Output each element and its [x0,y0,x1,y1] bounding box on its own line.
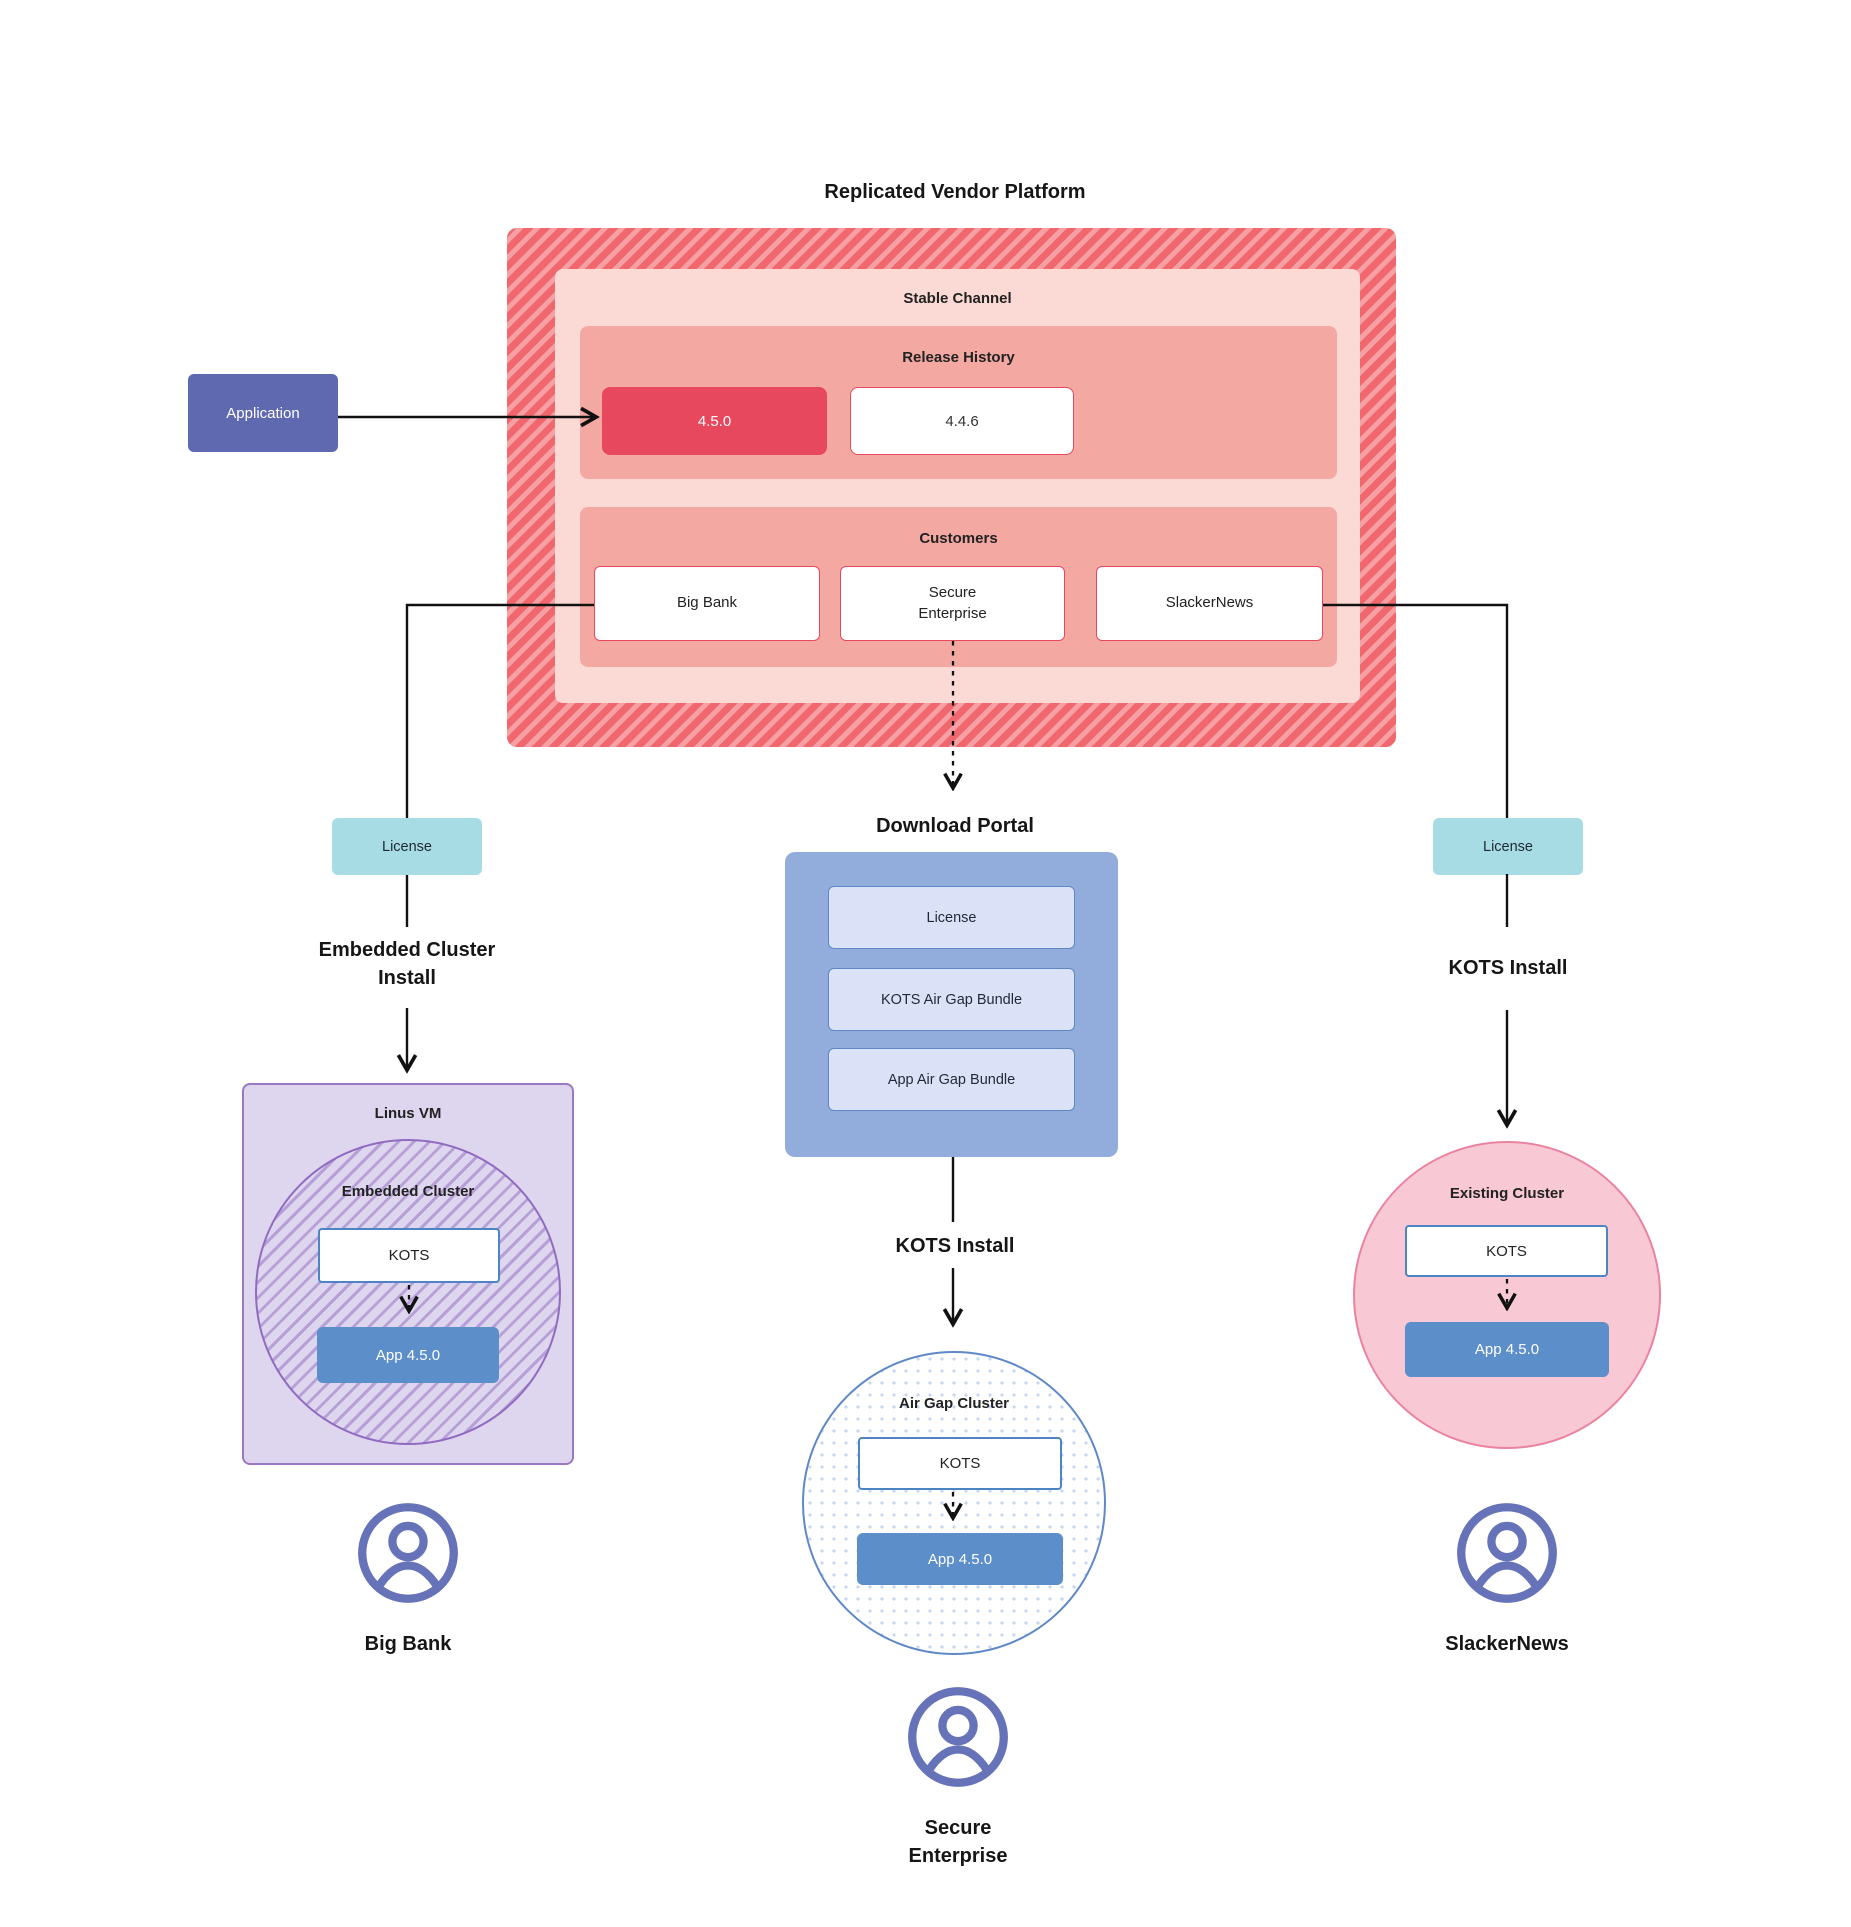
kots-box-middle: KOTS [858,1437,1062,1490]
app-box-right: App 4.5.0 [1405,1322,1609,1377]
air-gap-cluster-circle: Air Gap Cluster [802,1351,1106,1655]
embedded-cluster-label: Embedded Cluster [341,1183,475,1200]
release-4-5-0: 4.5.0 [602,387,827,455]
kots-box-right: KOTS [1405,1225,1608,1277]
license-box-left: License [332,818,482,875]
customers-label: Customers [919,530,998,547]
persona-label-secure-enterprise: Secure Enterprise [908,1817,1008,1867]
stable-channel-label: Stable Channel [903,290,1012,307]
existing-cluster-circle: Existing Cluster [1353,1141,1661,1449]
release-4-4-6: 4.4.6 [850,387,1074,455]
person-icon-big-bank [358,1503,458,1603]
app-box-middle: App 4.5.0 [857,1533,1063,1585]
kots-install-label-right: KOTS Install [1448,957,1568,979]
embedded-cluster-circle: Embedded Cluster [255,1139,561,1445]
customer-slackernews: SlackerNews [1096,566,1323,641]
license-box-right: License [1433,818,1583,875]
persona-label-big-bank: Big Bank [364,1633,452,1655]
portal-item-license: License [828,886,1075,949]
customer-secure-enterprise-label: Secure Enterprise [918,584,987,622]
kots-install-label-middle: KOTS Install [895,1235,1015,1257]
person-icon-secure-enterprise [908,1687,1008,1787]
kots-box-left: KOTS [318,1228,500,1283]
customer-secure-enterprise: Secure Enterprise [840,566,1065,641]
persona-label-slackernews: SlackerNews [1445,1633,1569,1655]
person-icon-slackernews [1457,1503,1557,1603]
portal-item-kots-airgap-bundle: KOTS Air Gap Bundle [828,968,1075,1031]
diagram-title: Replicated Vendor Platform [824,181,1086,203]
release-history-label: Release History [902,349,1015,366]
customers-panel: Customers Big Bank Secure Enterprise Sla… [580,507,1337,667]
stable-channel-panel: Stable Channel Release History 4.5.0 4.4… [555,269,1360,703]
portal-item-app-airgap-bundle: App Air Gap Bundle [828,1048,1075,1111]
existing-cluster-label: Existing Cluster [1449,1185,1565,1202]
air-gap-cluster-label: Air Gap Cluster [898,1395,1010,1412]
linus-vm-label: Linus VM [374,1105,442,1122]
customer-big-bank: Big Bank [594,566,820,641]
app-box-left: App 4.5.0 [317,1327,499,1383]
application-box: Application [188,374,338,452]
download-portal-label: Download Portal [876,815,1034,837]
release-history-panel: Release History 4.5.0 4.4.6 [580,326,1337,479]
embedded-cluster-install-label: Embedded Cluster Install [318,939,496,989]
download-portal-box: License KOTS Air Gap Bundle App Air Gap … [785,852,1118,1157]
